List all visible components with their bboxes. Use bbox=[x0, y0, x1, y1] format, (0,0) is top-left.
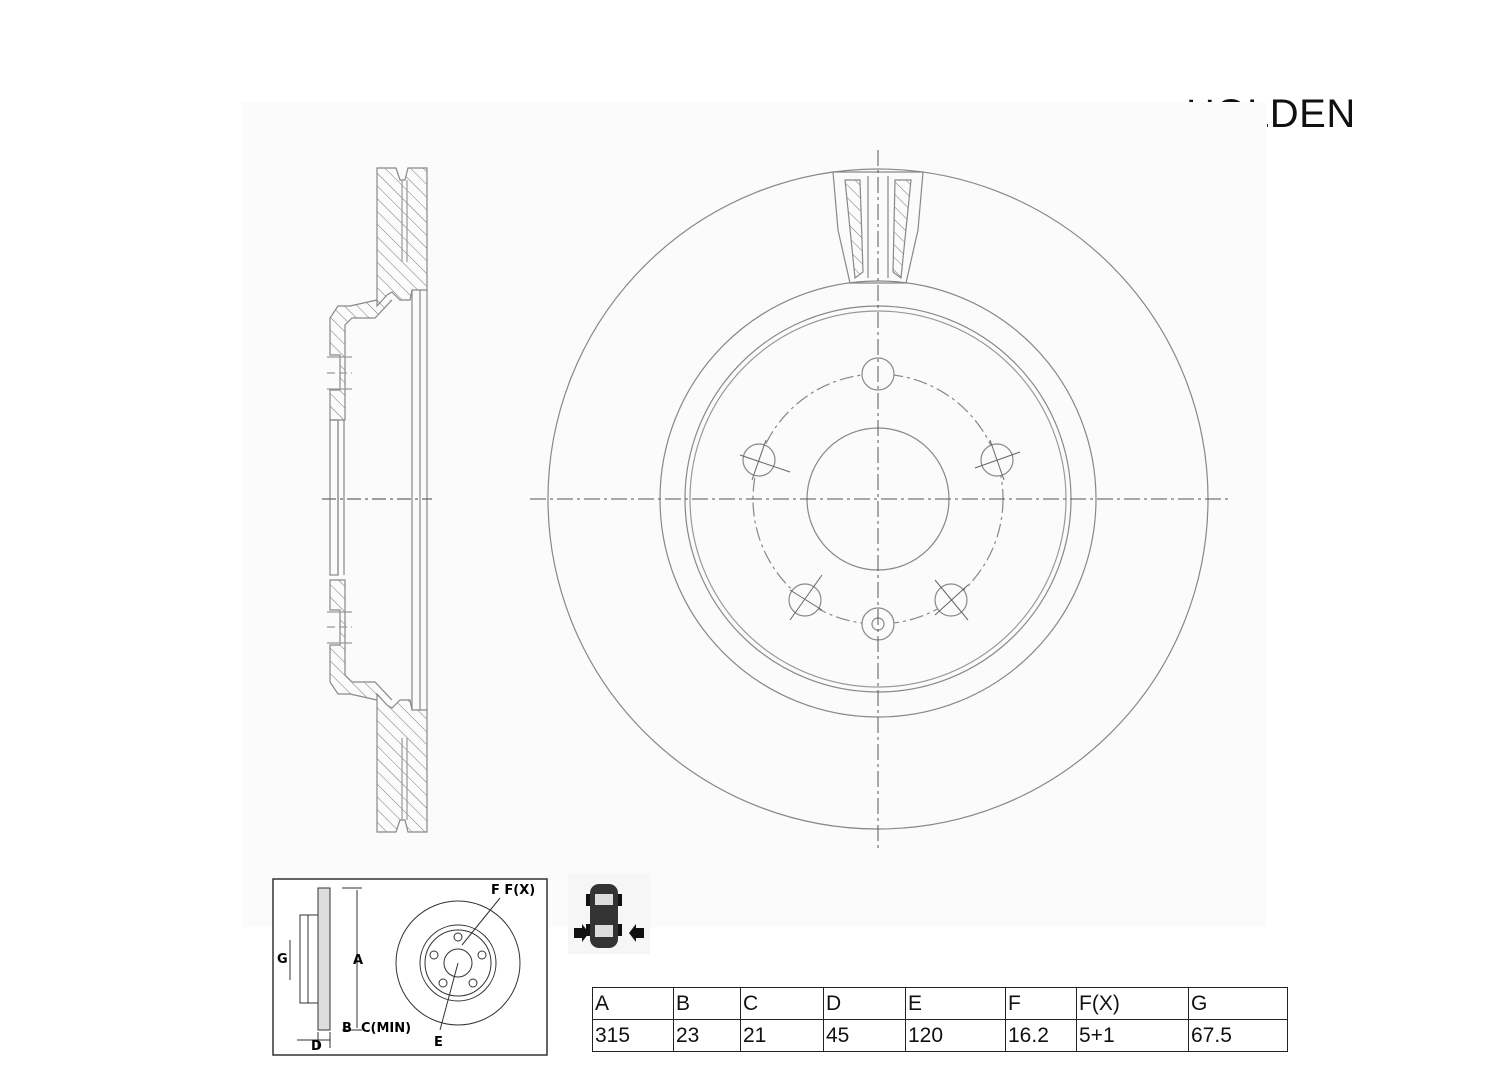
spec-value-b: 23 bbox=[673, 1019, 741, 1052]
spec-value-d: 45 bbox=[823, 1019, 906, 1052]
key-label-e: E bbox=[434, 1035, 443, 1050]
specification-table: A B C D E F F(X) G 315 23 21 45 120 16.2… bbox=[592, 987, 1288, 1052]
key-label-f-fx: F F(X) bbox=[491, 883, 535, 898]
spec-header-f: F bbox=[1005, 987, 1077, 1020]
spec-value-c: 21 bbox=[740, 1019, 824, 1052]
spec-value-fx: 5+1 bbox=[1076, 1019, 1189, 1052]
spec-value-g: 67.5 bbox=[1188, 1019, 1288, 1052]
spec-value-a: 315 bbox=[592, 1019, 674, 1052]
key-label-c-min: C(MIN) bbox=[361, 1021, 411, 1036]
spec-header-g: G bbox=[1188, 987, 1288, 1020]
car-front-axle-icon bbox=[568, 874, 650, 954]
spec-value-e: 120 bbox=[905, 1019, 1006, 1052]
spec-header-row: A B C D E F F(X) G bbox=[592, 987, 1288, 1020]
spec-header-e: E bbox=[905, 987, 1006, 1020]
disc-section-view bbox=[322, 167, 432, 833]
spec-value-row: 315 23 21 45 120 16.2 5+1 67.5 bbox=[592, 1019, 1288, 1052]
spec-header-a: A bbox=[592, 987, 674, 1020]
spec-header-c: C bbox=[740, 987, 824, 1020]
spec-header-fx: F(X) bbox=[1076, 987, 1189, 1020]
key-label-g: G bbox=[277, 952, 288, 967]
key-label-b: B bbox=[342, 1021, 352, 1036]
dimension-key-diagram: F F(X) G A B C(MIN) D E bbox=[272, 878, 548, 1056]
key-label-d: D bbox=[311, 1039, 322, 1054]
spec-value-f: 16.2 bbox=[1005, 1019, 1077, 1052]
disc-front-view bbox=[530, 150, 1228, 848]
key-label-a: A bbox=[353, 953, 363, 968]
cooling-vane-cutaway bbox=[832, 171, 924, 284]
spec-header-d: D bbox=[823, 987, 906, 1020]
spec-header-b: B bbox=[673, 987, 741, 1020]
